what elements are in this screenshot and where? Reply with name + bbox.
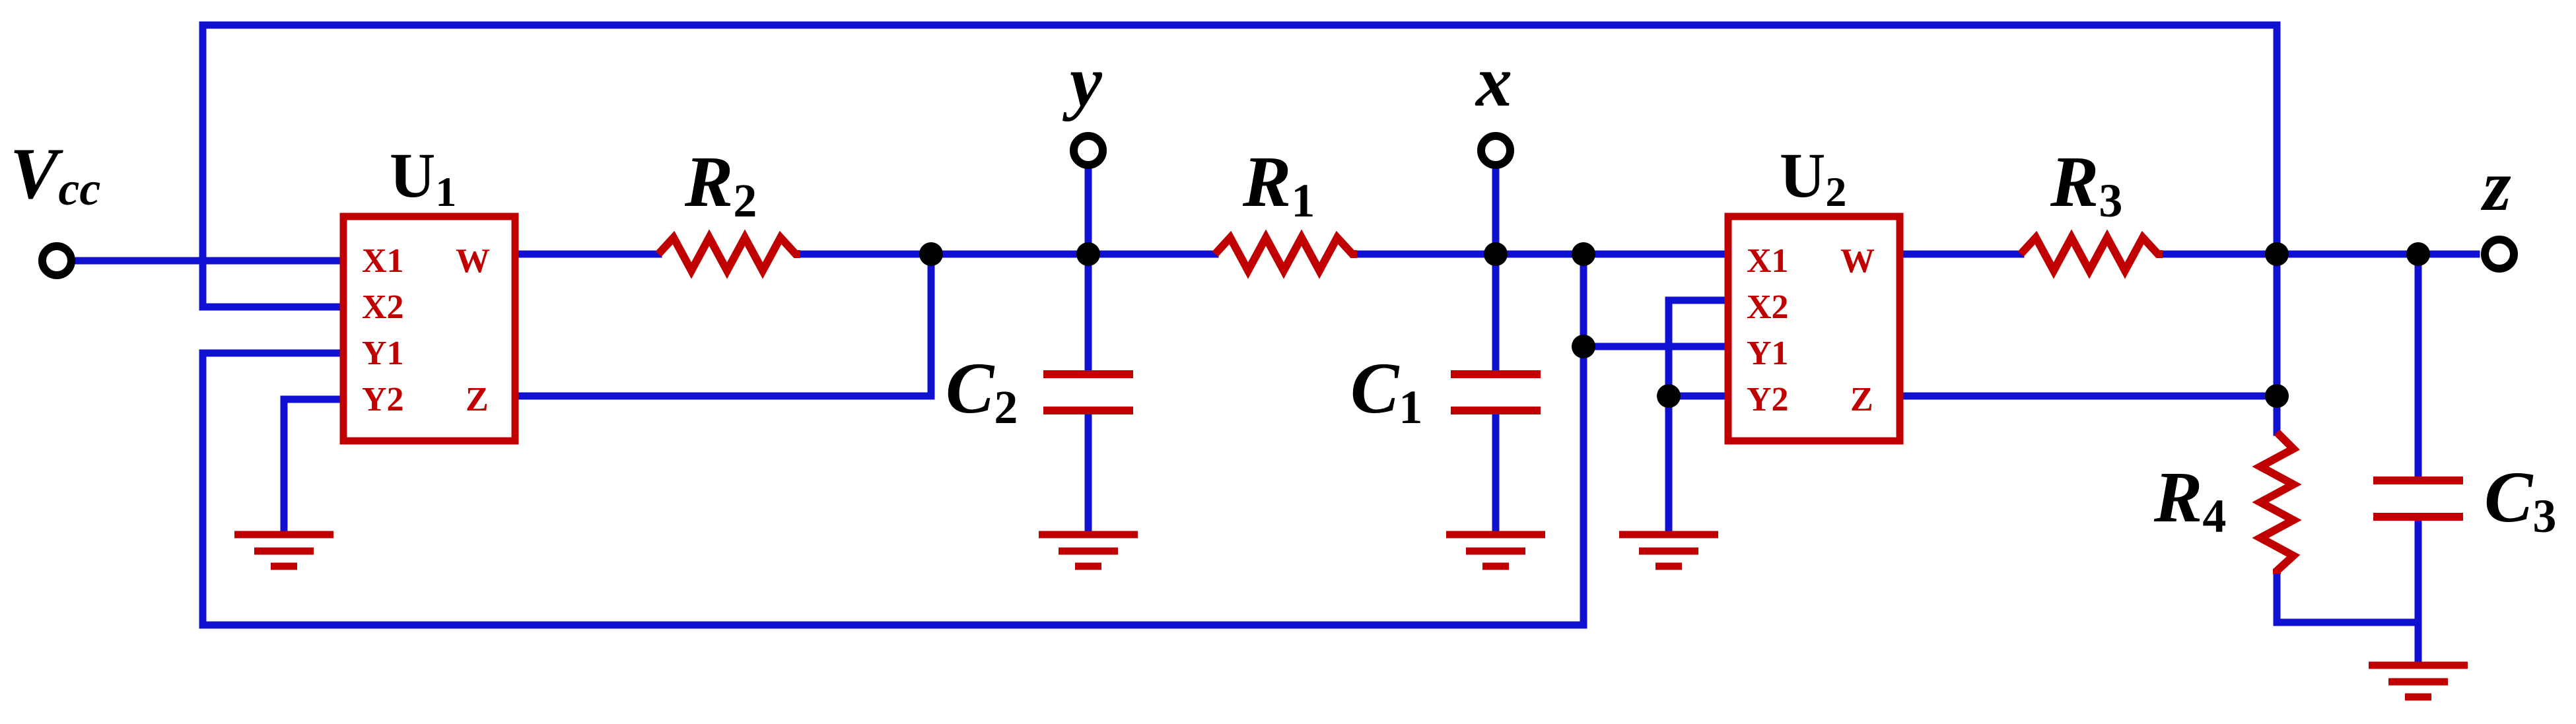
u2-body (1724, 213, 1904, 445)
ground-c2 (1039, 531, 1138, 570)
capacitor-c1: C1 (1350, 348, 1541, 434)
u1-pin-w: W (456, 242, 490, 280)
resistor-r2: R2 (655, 141, 800, 279)
junction-loop-x1 (1572, 242, 1595, 266)
wires (70, 21, 2480, 666)
junction-x (1484, 242, 1508, 266)
terminal-z: z (2480, 145, 2518, 273)
u1-pin-z: Z (466, 381, 489, 418)
u1-pin-y1: Y1 (362, 335, 404, 372)
u1-pin-x2: X2 (362, 288, 404, 326)
x-terminal-circle (1477, 132, 1514, 169)
u2-pin-y2: Y2 (1747, 381, 1789, 418)
multiplier-u2: X1 X2 Y1 Y2 W Z U2 (1724, 140, 1904, 445)
ground-c1 (1446, 531, 1545, 570)
c3-label: C3 (2484, 457, 2556, 543)
vcc-terminal-circle (38, 242, 75, 279)
r4-label: R4 (2153, 457, 2226, 543)
wire-r4-ground (2273, 570, 2422, 626)
wire-u2-x2-ground (1665, 296, 1732, 535)
resistor-r4: R4 (2153, 429, 2302, 574)
u2-pin-x1: X1 (1747, 242, 1789, 280)
junction-c3 (2406, 242, 2430, 266)
r1-label: R1 (1242, 141, 1315, 227)
resistor-r3: R3 (2017, 141, 2163, 279)
terminal-x: x (1475, 41, 1514, 169)
ground-u1 (234, 531, 333, 570)
junctions (919, 242, 2430, 408)
u1-label: U1 (390, 140, 456, 215)
r2-zigzag (655, 229, 800, 279)
u2-pin-w: W (1840, 242, 1875, 280)
junction-r2-z (919, 242, 943, 266)
ground-c3 (2369, 661, 2468, 701)
c2-label: C2 (946, 348, 1018, 434)
z-terminal-circle (2481, 236, 2518, 273)
u2-pin-x2: X2 (1747, 288, 1789, 326)
r1-zigzag (1212, 229, 1357, 279)
vcc-label: Vcc (10, 133, 100, 215)
wire-u1-z-feedback (511, 250, 935, 400)
terminal-y: y (1062, 41, 1107, 169)
r3-label: R3 (2050, 141, 2122, 227)
z-label: z (2480, 145, 2511, 226)
u2-label: U2 (1780, 140, 1846, 215)
u2-pin-z: Z (1850, 381, 1873, 418)
u2-pin-y1: Y1 (1747, 335, 1789, 372)
y-label: y (1062, 41, 1103, 121)
junction-u2-y2 (1657, 384, 1681, 408)
junction-r4-top (2265, 384, 2289, 408)
capacitor-c2: C2 (946, 348, 1133, 434)
y-terminal-circle (1070, 132, 1107, 169)
ground-u2 (1619, 531, 1718, 570)
wire-u1-y2-ground (280, 395, 347, 535)
r2-label: R2 (684, 141, 757, 227)
x-label: x (1475, 41, 1512, 121)
u1-body (339, 213, 519, 445)
junction-top-loop-z (2265, 242, 2289, 266)
terminal-vcc: Vcc (10, 133, 100, 279)
junction-loop-y1 (1572, 335, 1595, 358)
r3-zigzag (2017, 229, 2163, 279)
c1-label: C1 (1350, 348, 1422, 434)
r4-zigzag (2252, 429, 2302, 574)
wire-top-loop (199, 21, 2281, 311)
u1-pin-y2: Y2 (362, 381, 404, 418)
wire-bottom-loop (199, 250, 1587, 629)
resistor-r1: R1 (1212, 141, 1357, 279)
u1-pin-x1: X1 (362, 242, 404, 280)
capacitor-c3: C3 (2373, 457, 2556, 543)
multiplier-u1: X1 X2 Y1 Y2 W Z U1 (339, 140, 519, 445)
junction-y (1076, 242, 1100, 266)
